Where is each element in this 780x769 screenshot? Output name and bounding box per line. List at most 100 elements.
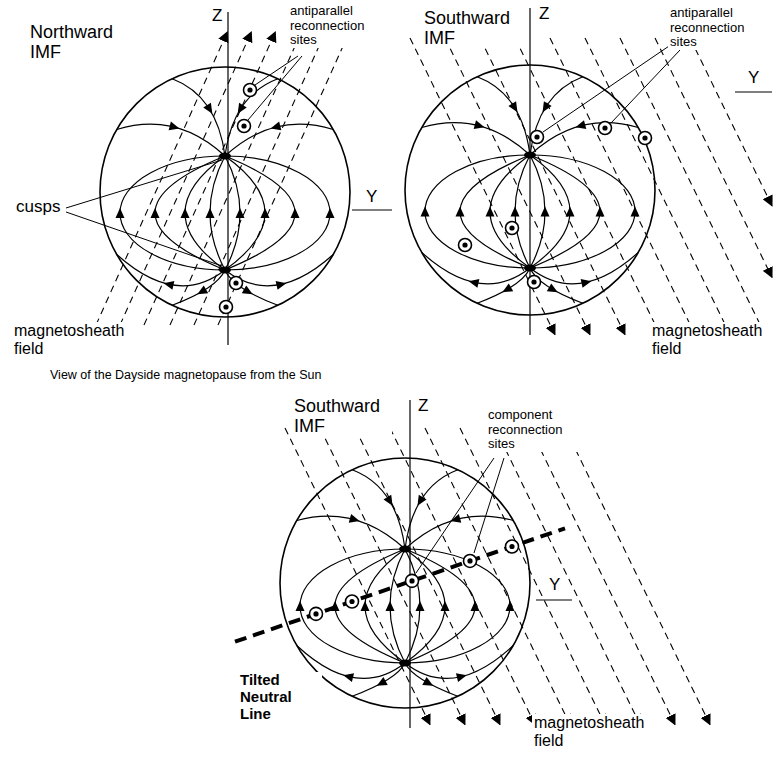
field-arrowhead [361, 601, 370, 611]
dipole-field-line [172, 79, 225, 156]
dipole-field-line [172, 270, 225, 305]
field-arrowhead [505, 601, 514, 611]
axis-label: Z [210, 6, 224, 25]
field-arrowhead [596, 206, 605, 216]
panel-title: Southward IMF [422, 8, 522, 48]
field-arrowhead [541, 207, 550, 217]
dipole-field-line [477, 268, 530, 303]
field-arrowhead [261, 208, 270, 218]
neutral-line-label: Tilted Neutral Line [238, 672, 322, 722]
leader-line [474, 458, 504, 553]
field-arrowhead [486, 207, 495, 217]
magnetosheath-field-line [410, 38, 555, 334]
axis-label: Z [537, 4, 551, 23]
dipole-field-line [425, 155, 530, 268]
leader-line [416, 458, 494, 573]
field-arrowhead [456, 671, 468, 682]
field-arrowhead [326, 208, 335, 218]
dipole-field-line [365, 549, 405, 663]
field-arrowhead [236, 208, 245, 218]
dipole-field-line [225, 156, 330, 270]
field-arrowhead [384, 495, 397, 508]
leader-line [543, 44, 672, 132]
magnetosheath-field-line [515, 38, 660, 334]
magnetosheath-field-line [690, 38, 772, 206]
field-arrowhead [291, 208, 300, 218]
callout-label: antiparallel reconnection sites [288, 4, 388, 48]
dipole-field-line [405, 549, 475, 663]
reconnection-site [230, 277, 243, 290]
field-arrowhead [566, 207, 575, 217]
field-arrowhead [181, 208, 190, 218]
field-arrowhead [349, 514, 361, 525]
reconnection-site [244, 84, 257, 97]
dipole-field-line [225, 156, 295, 270]
magnetosheath-field-line [565, 428, 710, 724]
cusp-mark [399, 660, 411, 667]
reconnection-site [406, 574, 419, 587]
field-arrowhead [456, 206, 465, 216]
field-arrowhead [195, 285, 208, 298]
reconnection-site [506, 540, 519, 553]
magnetosheath-field-line [218, 32, 349, 325]
magnetosheath-field-line [530, 428, 675, 724]
dipole-field-line [405, 470, 458, 549]
reconnection-site [220, 301, 233, 314]
dipole-field-line [352, 663, 405, 696]
field-arrowhead [151, 208, 160, 218]
caption-note: View of the Dayside magnetopause from th… [48, 368, 323, 382]
dipole-field-line [530, 155, 600, 268]
leader-line [611, 50, 680, 123]
reconnection-site [506, 222, 519, 235]
field-label: magnetosheath field [12, 322, 137, 358]
cusp-mark [399, 546, 411, 553]
leader-line [248, 56, 302, 120]
magnetosheath-field-line [144, 32, 275, 325]
magnetosheath-field-line [460, 428, 605, 724]
y-axis [352, 209, 392, 210]
field-arrowhead [295, 601, 304, 611]
z-axis [227, 12, 228, 345]
field-arrowhead [511, 207, 520, 217]
cusp-mark [219, 267, 231, 274]
field-arrowhead [441, 601, 450, 611]
dipole-field-line [405, 549, 445, 663]
y-axis [536, 599, 572, 600]
axis-label: Y [547, 575, 562, 594]
magnetosheath-field-line [620, 38, 765, 334]
field-arrowhead [386, 601, 395, 611]
field-label: magnetosheath field [532, 714, 658, 750]
dipole-field-line [352, 470, 405, 549]
field-label: magnetosheath field [650, 322, 776, 358]
dipole-field-line [155, 156, 225, 270]
field-arrowhead [422, 677, 435, 690]
field-arrowhead [269, 122, 281, 133]
magnetosheath-field-line [425, 428, 570, 724]
dipole-field-line [530, 77, 583, 155]
reconnection-site [599, 122, 612, 135]
cusp-mark [219, 153, 231, 160]
field-arrowhead [471, 601, 480, 611]
magnetosheath-field-line [480, 38, 625, 334]
field-arrowhead [206, 208, 215, 218]
field-arrowhead [547, 283, 560, 296]
field-arrowhead [539, 101, 552, 114]
reconnection-site [310, 607, 323, 620]
magnetopause-outline [100, 67, 350, 317]
reconnection-site [459, 239, 472, 252]
dipole-field-line [225, 79, 278, 156]
leader-line [66, 212, 222, 266]
field-arrowhead [169, 122, 181, 133]
field-arrowhead [242, 285, 255, 298]
reconnection-site [639, 132, 652, 145]
field-arrowhead [375, 677, 388, 690]
axis-label: Y [746, 68, 761, 87]
dipole-field-line [225, 156, 265, 270]
dipole-field-line [490, 155, 530, 268]
field-arrowhead [574, 120, 586, 131]
magnetosheath-field-line [320, 428, 465, 724]
magnetosheath-field-line [120, 32, 251, 325]
field-arrowhead [203, 103, 216, 116]
dipole-field-line [460, 155, 530, 268]
